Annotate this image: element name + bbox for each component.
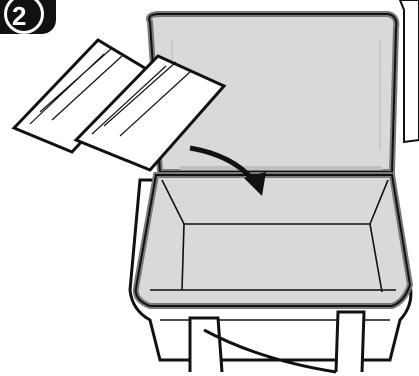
adjacent-panel-edge bbox=[400, 0, 419, 142]
bag-handle-left bbox=[190, 318, 222, 372]
bag-opening-rim bbox=[136, 175, 410, 306]
bag-handle-right bbox=[336, 312, 364, 372]
